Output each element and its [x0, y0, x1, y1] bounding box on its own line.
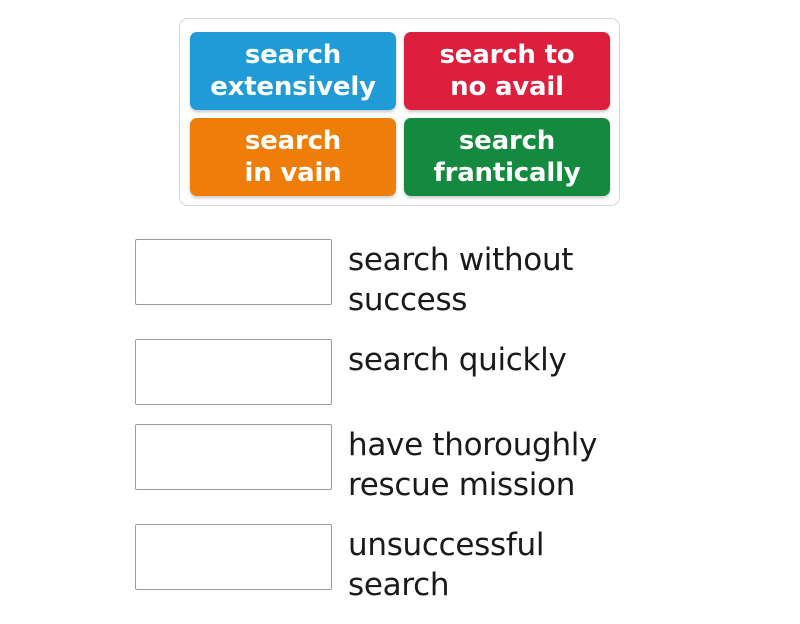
answer-row-1: search without success [135, 239, 755, 320]
tile-grid: search extensively search to no avail se… [190, 32, 611, 196]
drop-zone-4[interactable] [135, 524, 332, 590]
definition-text-1: search without success [348, 242, 574, 318]
tile-label: search in vain [244, 126, 342, 188]
tile-label: search extensively [210, 40, 376, 102]
tile-search-in-vain[interactable]: search in vain [190, 118, 396, 196]
tile-label: search frantically [433, 126, 581, 188]
answer-row-2: search quickly [135, 339, 755, 405]
definition-text-4: unsuccessful search [348, 527, 545, 603]
tile-search-extensively[interactable]: search extensively [190, 32, 396, 110]
tile-label: search to no avail [439, 40, 575, 102]
drop-zone-1[interactable] [135, 239, 332, 305]
tile-bank-panel: search extensively search to no avail se… [179, 18, 620, 206]
answer-list: search without success search quickly ha… [135, 239, 755, 624]
definition-text-3: have thoroughly rescue mission [348, 427, 598, 503]
answer-row-4: unsuccessful search [135, 524, 755, 605]
drop-zone-2[interactable] [135, 339, 332, 405]
tile-search-frantically[interactable]: search frantically [404, 118, 610, 196]
tile-search-to-no-avail[interactable]: search to no avail [404, 32, 610, 110]
drop-zone-3[interactable] [135, 424, 332, 490]
definition-text-2: search quickly [348, 342, 567, 378]
answer-row-3: have thoroughly rescue mission [135, 424, 755, 505]
